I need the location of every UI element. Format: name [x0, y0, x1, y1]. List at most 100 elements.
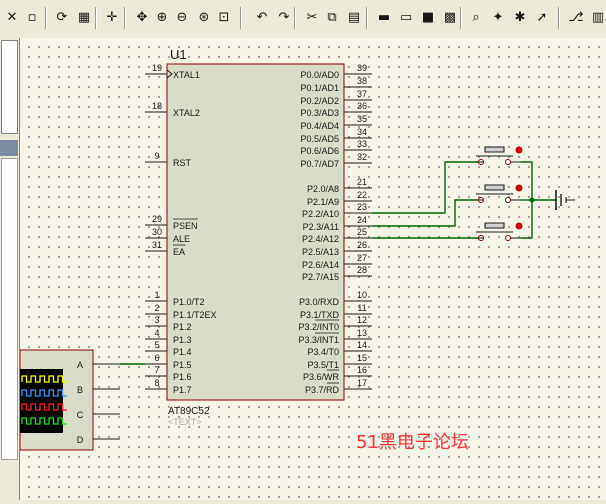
left-pin-7[interactable]: 7P1.6: [145, 365, 192, 382]
undo-button[interactable]: ↶: [252, 8, 272, 28]
refresh-button[interactable]: ⟳: [52, 8, 72, 28]
block-move-icon: ▭: [399, 10, 413, 25]
chip-body[interactable]: [166, 63, 345, 401]
pin-number: 36: [357, 101, 367, 111]
pin-name: P1.3: [173, 335, 192, 345]
left-pin-5[interactable]: 5P1.4: [145, 340, 192, 357]
paste-button[interactable]: ▤: [344, 8, 364, 28]
left-pin-8[interactable]: 8P1.7: [145, 378, 192, 395]
redo-button[interactable]: ↷: [274, 8, 294, 28]
device-list[interactable]: [1, 158, 18, 460]
pin-number: 35: [357, 114, 367, 124]
mcu-at89c52[interactable]: U1 AT89C52 <TEXT> 19XTAL118XTAL29RST29PS…: [145, 47, 372, 427]
left-pin-1[interactable]: 1P1.0/T2: [145, 290, 205, 307]
zoom-out-button[interactable]: ⊖: [172, 8, 192, 28]
zoom-area-button[interactable]: ⊡: [214, 8, 234, 28]
scope-channel-d[interactable]: D: [77, 435, 120, 445]
pushbutton-3[interactable]: [476, 222, 523, 241]
zoom-in-button[interactable]: ⊕: [152, 8, 172, 28]
left-pin-4[interactable]: 4P1.3: [145, 328, 192, 345]
block-rotate-button[interactable]: ■: [418, 8, 438, 28]
netlist-icon: ▥: [591, 10, 605, 25]
channel-label: B: [77, 385, 83, 395]
packaging-button[interactable]: ✱: [510, 8, 530, 28]
chip-text-placeholder: <TEXT>: [168, 417, 202, 427]
pin-name: PSEN: [173, 221, 198, 231]
grid-button[interactable]: ▦: [74, 8, 94, 28]
pin-name: P3.5/T1: [307, 360, 339, 370]
block-delete-button[interactable]: ▩: [440, 8, 460, 28]
toolbar-separator: [366, 7, 368, 29]
pushbutton-1[interactable]: [476, 146, 523, 165]
scope-channel-c[interactable]: C: [77, 410, 120, 420]
pin-name: XTAL2: [173, 108, 200, 118]
left-pin-3[interactable]: 3P1.2: [145, 315, 192, 332]
pin-number: 33: [357, 139, 367, 149]
zoom-all-button[interactable]: ⊛: [194, 8, 214, 28]
pin-name: P1.5: [173, 360, 192, 370]
copy-icon: ⧉: [327, 10, 337, 25]
overview-window[interactable]: [1, 40, 18, 134]
wire-p2-2[interactable]: [372, 161, 478, 214]
decompose-button[interactable]: ➚: [532, 8, 552, 28]
oscilloscope[interactable]: A B C D: [19, 349, 120, 451]
pin-number: 12: [357, 315, 367, 325]
pin-number: 7: [154, 365, 159, 375]
netlist-button[interactable]: ▥: [588, 8, 606, 28]
pin-number: 39: [357, 63, 367, 73]
wire-p2-3[interactable]: [372, 199, 478, 227]
pick-device-icon: ⌕: [472, 10, 480, 25]
cut-button[interactable]: ✂: [302, 8, 322, 28]
pick-device-button[interactable]: ⌕: [466, 8, 486, 28]
copy-button[interactable]: ⧉: [322, 8, 342, 28]
pan-button[interactable]: ✥: [132, 8, 152, 28]
scope-trace: [21, 389, 67, 397]
block-move-button[interactable]: ▭: [396, 8, 416, 28]
blank-button[interactable]: ▫: [22, 8, 42, 28]
block-copy-button[interactable]: ▬: [374, 8, 394, 28]
scope-channel-b[interactable]: B: [77, 385, 120, 395]
scope-channel-a[interactable]: A: [77, 360, 120, 370]
pin-number: 23: [357, 202, 367, 212]
left-pin-6[interactable]: 6P1.5: [145, 353, 192, 370]
wire-autorouter-button[interactable]: ⎇: [566, 8, 586, 28]
pin-name: P3.0/RXD: [299, 297, 340, 307]
left-pin-2[interactable]: 2P1.1/T2EX: [145, 303, 217, 320]
pushbutton-2[interactable]: [476, 184, 523, 203]
make-device-button[interactable]: ✦: [488, 8, 508, 28]
close-button[interactable]: ✕: [2, 8, 22, 28]
origin-button[interactable]: ✛: [102, 8, 122, 28]
